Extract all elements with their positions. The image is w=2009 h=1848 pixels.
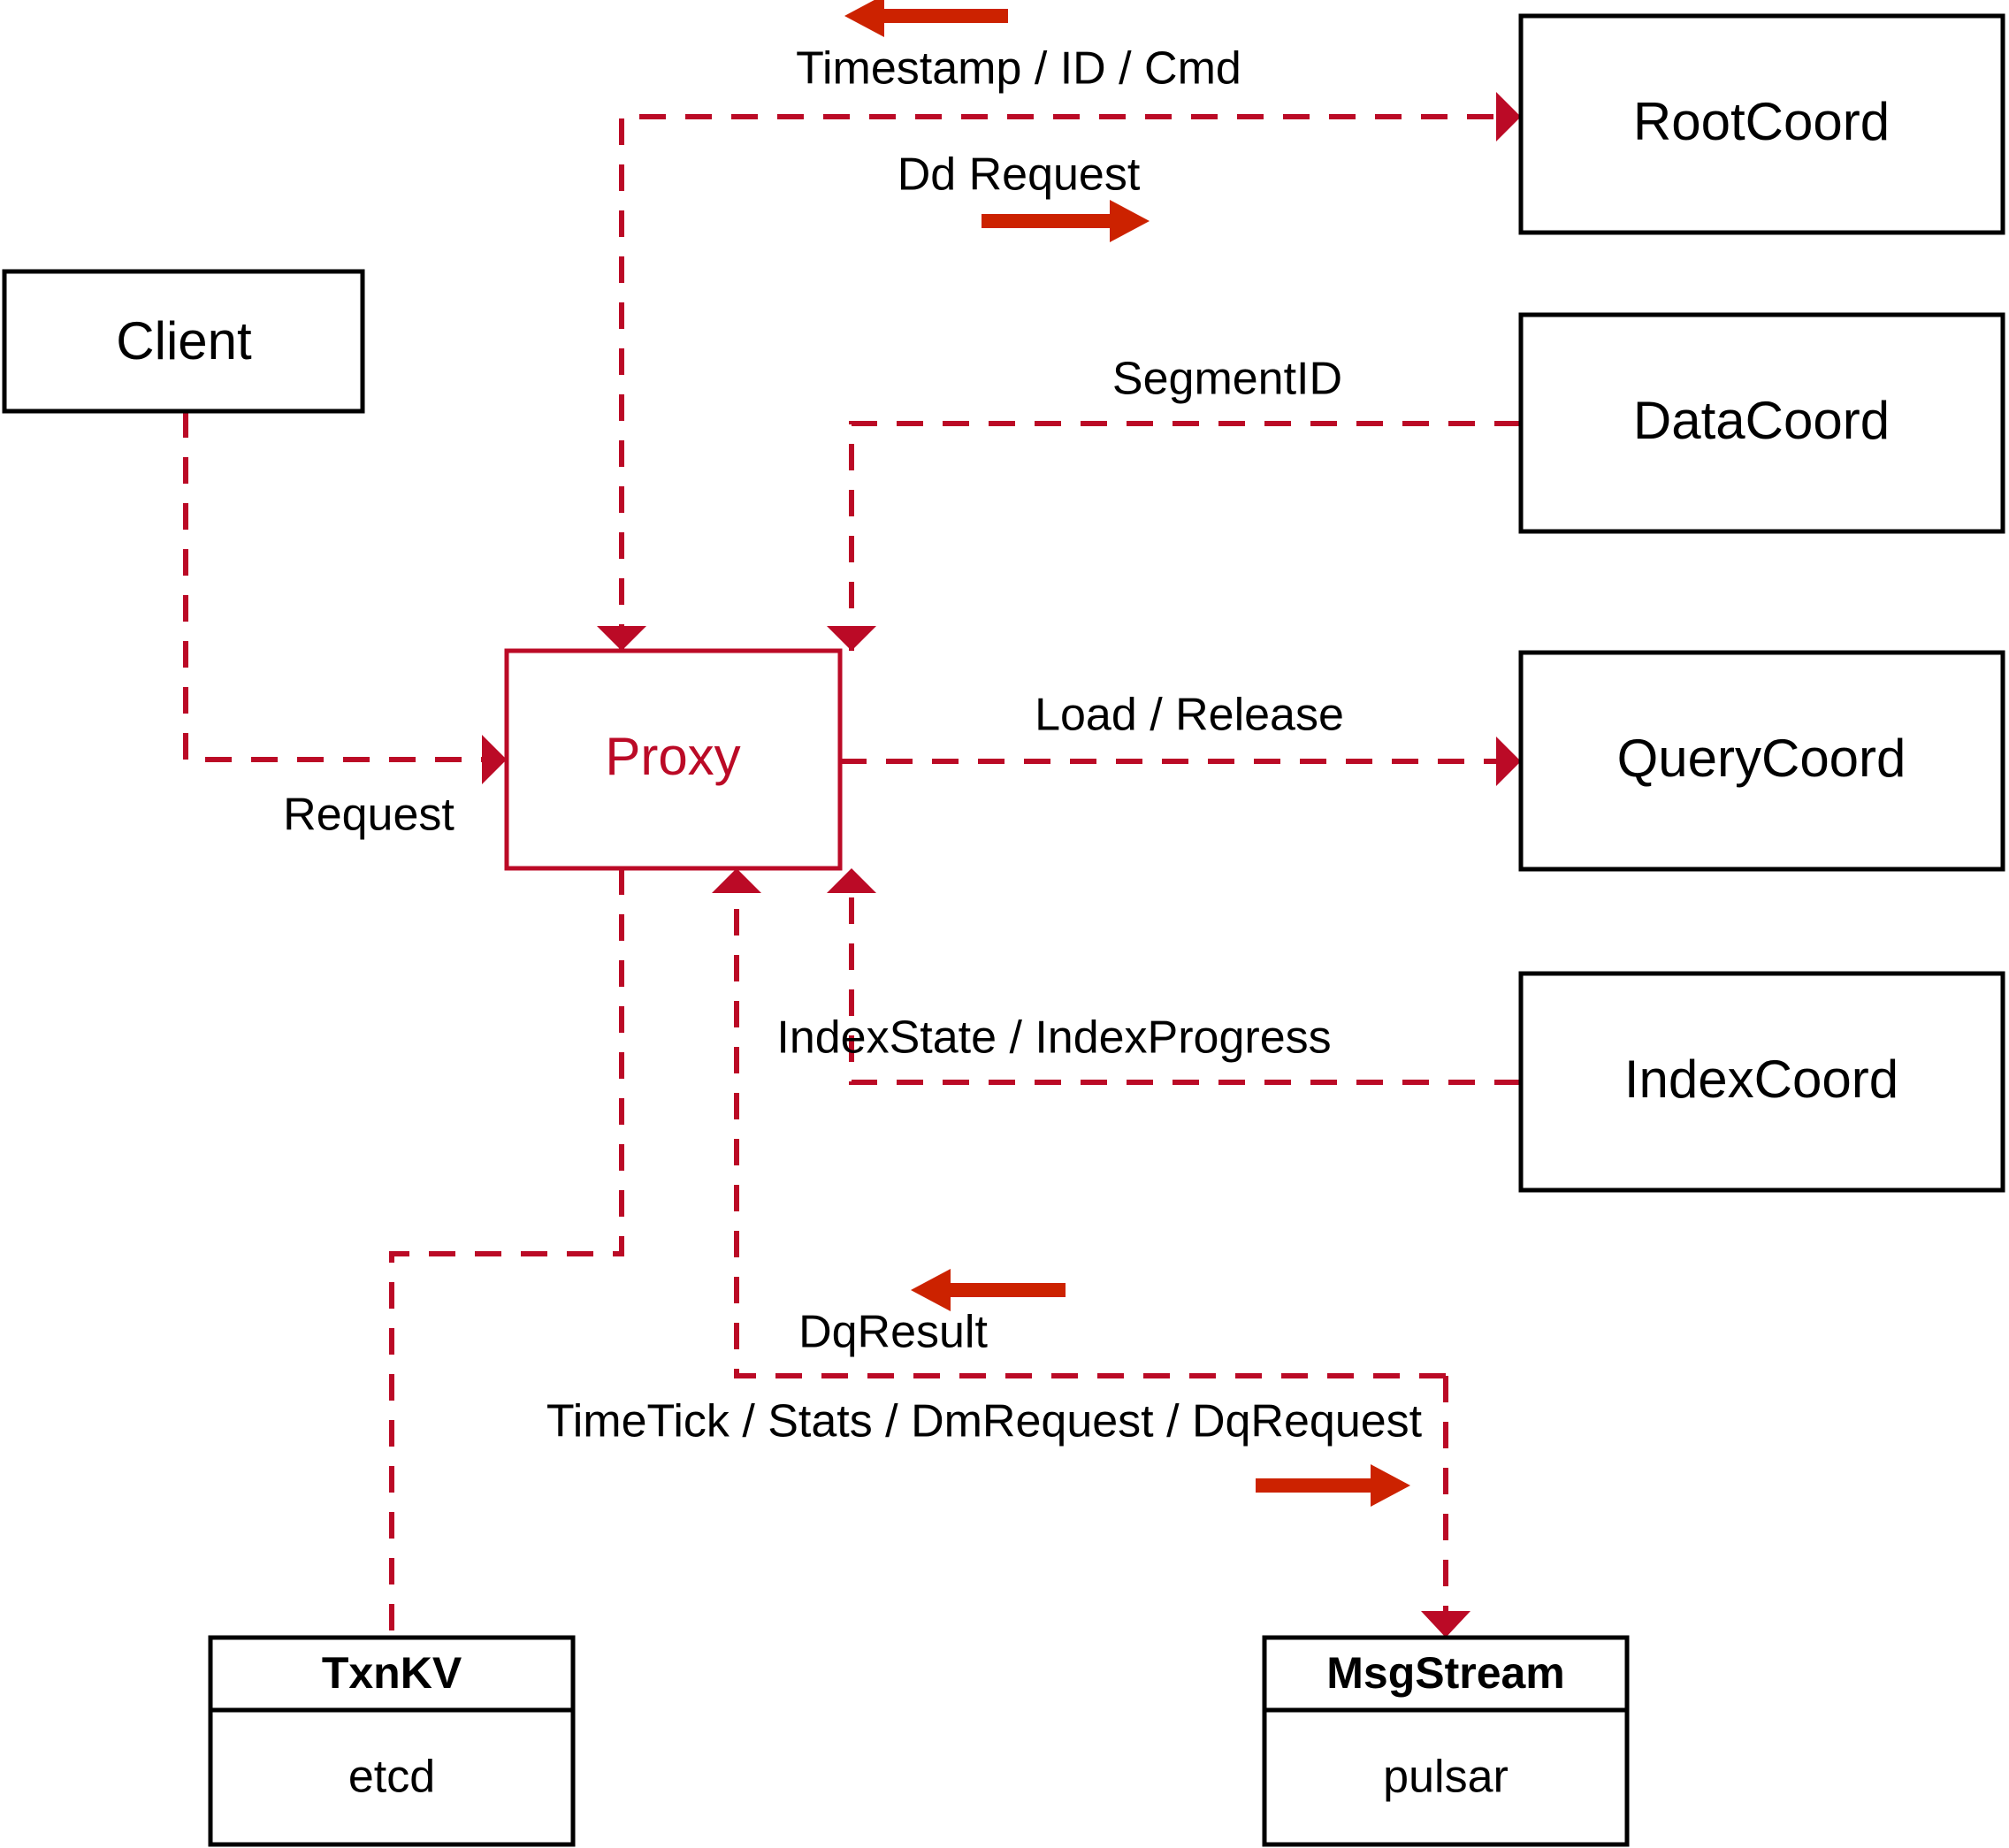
edge-indexcoord-into-proxy-arrowhead [827, 868, 876, 893]
flow-arrow-dqresult-head [911, 1269, 951, 1311]
node-msgstream-impl: pulsar [1383, 1752, 1509, 1803]
node-txnkv-title: TxnKV [322, 1648, 462, 1698]
edge-label-request: Request [283, 790, 455, 841]
edge-proxy-rootcoord-arrowhead [1496, 92, 1521, 141]
node-msgstream[interactable]: MsgStream pulsar [1262, 1635, 1630, 1847]
edge-label-index-state-progress: IndexState / IndexProgress [776, 1012, 1331, 1064]
node-querycoord[interactable]: QueryCoord [1518, 650, 2005, 872]
node-txnkv[interactable]: TxnKV etcd [208, 1635, 576, 1847]
node-msgstream-title: MsgStream [1326, 1648, 1565, 1698]
edge-rootcoord-into-proxy-arrowhead [597, 626, 646, 651]
flow-arrow-timestamp-id-cmd-head [844, 0, 884, 37]
node-rootcoord[interactable]: RootCoord [1518, 13, 2005, 235]
edge-proxy-rootcoord [619, 114, 1496, 651]
edge-datacoord-proxy [849, 421, 1521, 651]
edge-client-to-proxy [183, 411, 482, 762]
edge-proxy-to-msgstream-arrowhead [1421, 1611, 1470, 1638]
edge-msgstream-dqresult-to-proxy [734, 893, 1446, 1378]
node-querycoord-label: QueryCoord [1617, 729, 1906, 788]
node-indexcoord-box[interactable] [1518, 971, 2005, 1193]
node-txnkv-body-box[interactable] [208, 1707, 576, 1847]
node-client-box[interactable] [2, 269, 365, 414]
edge-datacoord-into-proxy-arrowhead [827, 626, 876, 651]
node-proxy[interactable]: Proxy [504, 648, 843, 871]
node-rootcoord-box[interactable] [1518, 13, 2005, 235]
node-datacoord[interactable]: DataCoord [1518, 312, 2005, 534]
edge-label-timestamp-id-cmd: Timestamp / ID / Cmd [796, 43, 1241, 95]
flow-arrow-dd-request-head [1110, 200, 1150, 242]
node-rootcoord-label: RootCoord [1633, 92, 1890, 151]
node-proxy-box[interactable] [504, 648, 843, 871]
node-msgstream-body-box[interactable] [1262, 1707, 1630, 1847]
edge-label-segment-id: SegmentID [1112, 354, 1342, 405]
edge-proxy-txnkv [389, 868, 624, 1638]
node-client-label: Client [116, 311, 252, 370]
node-datacoord-label: DataCoord [1633, 391, 1890, 450]
node-querycoord-box[interactable] [1518, 650, 2005, 872]
edge-dqresult-into-proxy-arrowhead [712, 868, 761, 893]
node-datacoord-box[interactable] [1518, 312, 2005, 534]
edge-indexcoord-proxy [849, 893, 1521, 1085]
node-client[interactable]: Client [2, 269, 365, 414]
edge-proxy-querycoord-arrowhead [1496, 737, 1521, 786]
node-proxy-label: Proxy [605, 727, 740, 786]
edge-label-load-release: Load / Release [1035, 690, 1344, 741]
flow-arrow-timetick-stats-head [1371, 1464, 1410, 1507]
node-indexcoord-label: IndexCoord [1624, 1050, 1898, 1109]
edge-client-to-proxy-arrowhead [482, 735, 507, 784]
edge-label-dq-result: DqResult [798, 1307, 988, 1358]
node-txnkv-impl: etcd [348, 1752, 435, 1803]
edge-label-dd-request: Dd Request [898, 149, 1141, 201]
edge-label-timetick-stats-dm-dq: TimeTick / Stats / DmRequest / DqRequest [546, 1396, 1423, 1447]
node-indexcoord[interactable]: IndexCoord [1518, 971, 2005, 1193]
